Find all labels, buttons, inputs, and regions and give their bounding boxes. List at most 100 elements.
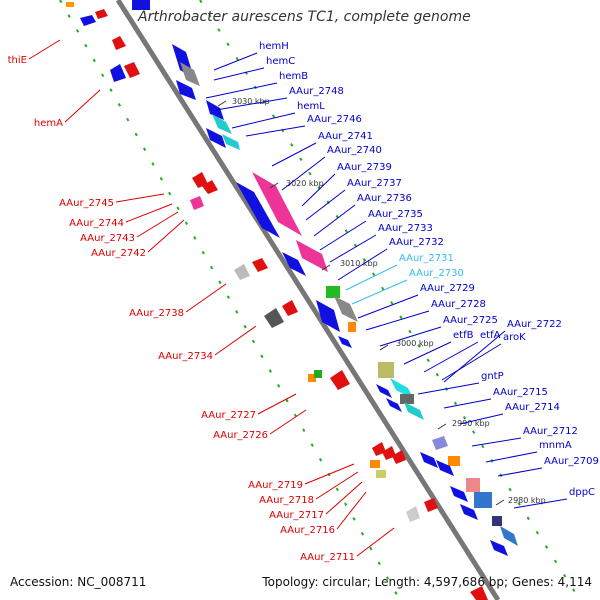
gene-feature[interactable] [460,504,478,520]
gene-feature[interactable] [490,540,508,556]
gene-label-aaur_2738[interactable]: AAur_2738 [129,308,184,319]
gene-label-aaur_2716[interactable]: AAur_2716 [280,525,335,536]
gene-label-hemh[interactable]: hemH [259,41,289,52]
gene-label-aaur_2735[interactable]: AAur_2735 [368,209,423,220]
gene-label-aaur_2744[interactable]: AAur_2744 [69,218,124,229]
gene-feature[interactable] [222,134,240,150]
gene-label-aaur_2746[interactable]: AAur_2746 [307,114,362,125]
gene-label-aaur_2740[interactable]: AAur_2740 [327,145,382,156]
gene-label-aaur_2736[interactable]: AAur_2736 [357,193,412,204]
gene-label-aaur_2741[interactable]: AAur_2741 [318,131,373,142]
gene-label-aaur_2719[interactable]: AAur_2719 [248,480,303,491]
gene-feature[interactable] [470,586,488,600]
gene-feature[interactable] [236,182,280,238]
gene-feature[interactable] [330,370,350,390]
gene-label-aaur_2737[interactable]: AAur_2737 [347,178,402,189]
gene-feature[interactable] [66,2,74,7]
gene-feature[interactable] [406,506,420,522]
gene-label-hemb[interactable]: hemB [279,71,308,82]
gene-feature[interactable] [338,336,352,348]
gene-feature[interactable] [282,252,306,276]
gene-label-etfa[interactable]: etfA [480,330,501,341]
gene-label-aaur_2722[interactable]: AAur_2722 [507,319,562,330]
gene-label-hemc[interactable]: hemC [266,56,295,67]
gene-feature[interactable] [404,402,424,420]
gene-label-dppc[interactable]: dppC [569,487,595,498]
gene-feature[interactable] [392,450,406,464]
gene-label-aaur_2712[interactable]: AAur_2712 [523,426,578,437]
gene-feature[interactable] [190,196,204,210]
gene-label-aaur_2742[interactable]: AAur_2742 [91,248,146,259]
gene-feature[interactable] [192,172,208,188]
gene-label-hema[interactable]: hemA [34,118,63,129]
gene-feature[interactable] [334,296,358,322]
gene-label-aaur_2725[interactable]: AAur_2725 [443,315,498,326]
gene-label-mnma[interactable]: mnmA [539,440,572,451]
gene-feature[interactable] [308,374,316,382]
gene-feature[interactable] [424,498,438,512]
gene-feature[interactable] [296,240,328,272]
gene-label-aaur_2727[interactable]: AAur_2727 [201,410,256,421]
gene-feature[interactable] [80,15,96,26]
gene-label-aaur_2715[interactable]: AAur_2715 [493,387,548,398]
gene-feature[interactable] [212,114,232,134]
gene-label-aaur_2739[interactable]: AAur_2739 [337,162,392,173]
gene-label-aaur_2748[interactable]: AAur_2748 [289,86,344,97]
gene-label-aaur_2717[interactable]: AAur_2717 [269,510,324,521]
gene-feature[interactable] [448,456,460,466]
gene-feature[interactable] [492,516,502,526]
gene-feature[interactable] [234,264,250,280]
gene-feature[interactable] [376,470,386,478]
gene-label-aaur_2711[interactable]: AAur_2711 [300,552,355,563]
gene-feature[interactable] [252,258,268,272]
gene-label-aaur_2733[interactable]: AAur_2733 [378,223,433,234]
gene-feature[interactable] [370,460,380,468]
gene-label-thie[interactable]: thiE [8,55,27,66]
gene-feature[interactable] [450,486,468,502]
gene-feature[interactable] [206,100,224,120]
gene-feature[interactable] [95,9,108,19]
gene-label-gntp[interactable]: gntP [481,371,504,382]
gene-feature[interactable] [282,300,298,316]
gene-label-aaur_2714[interactable]: AAur_2714 [505,402,560,413]
gene-feature[interactable] [326,286,340,298]
gene-label-aaur_2732[interactable]: AAur_2732 [389,237,444,248]
gene-label-heml[interactable]: hemL [297,101,325,112]
gene-label-etfb[interactable]: etfB [453,330,474,341]
gene-feature[interactable] [386,398,402,412]
gene-label-aaur_2728[interactable]: AAur_2728 [431,299,486,310]
gene-feature[interactable] [400,394,414,404]
gene-label-aaur_2730[interactable]: AAur_2730 [409,268,464,279]
gene-feature[interactable] [436,460,454,476]
gene-feature[interactable] [378,362,394,378]
gene-feature[interactable] [110,64,126,82]
gene-feature[interactable] [264,308,284,328]
gene-feature[interactable] [474,492,492,508]
gene-label-aaur_2731[interactable]: AAur_2731 [399,253,454,264]
gene-label-aaur_2734[interactable]: AAur_2734 [158,351,213,362]
gene-feature[interactable] [176,80,196,100]
gene-feature[interactable] [314,370,322,378]
gene-feature[interactable] [132,0,150,10]
gene-feature[interactable] [500,526,518,546]
gene-label-aaur_2718[interactable]: AAur_2718 [259,495,314,506]
gene-feature[interactable] [348,322,356,332]
gene-label-aaur_2743[interactable]: AAur_2743 [80,233,135,244]
gene-feature[interactable] [376,384,392,398]
gene-feature[interactable] [202,180,218,194]
gene-feature[interactable] [316,300,340,332]
gene-feature[interactable] [252,172,302,236]
gene-feature[interactable] [432,436,448,450]
gene-feature[interactable] [112,36,126,50]
gene-label-aaur_2745[interactable]: AAur_2745 [59,198,114,209]
gene-feature[interactable] [124,62,140,78]
gene-label-aaur_2726[interactable]: AAur_2726 [213,430,268,441]
gene-label-aaur_2709[interactable]: AAur_2709 [544,456,599,467]
gene-feature[interactable] [466,478,480,492]
gene-label-aaur_2729[interactable]: AAur_2729 [420,283,475,294]
gene-feature[interactable] [180,62,200,86]
gene-feature[interactable] [206,128,226,148]
gene-label-arok[interactable]: aroK [503,332,526,343]
gene-feature[interactable] [420,452,438,468]
